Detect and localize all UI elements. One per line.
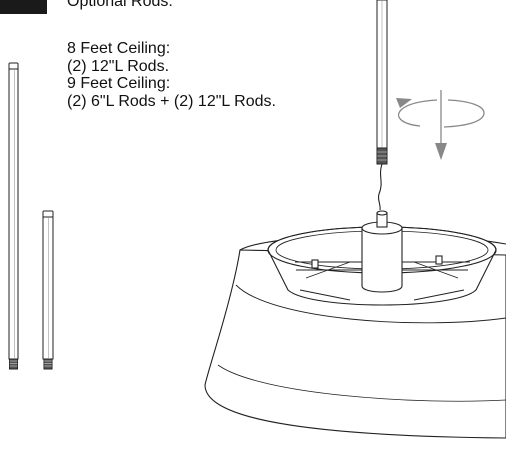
note-line-2: (2) 12"L Rods. <box>67 57 170 75</box>
note-line-4: (2) 6"L Rods + (2) 12"L Rods. <box>67 92 276 110</box>
down-arrow-icon <box>435 90 447 160</box>
rotate-arrow-icon <box>396 98 485 128</box>
short-rod <box>42 210 54 370</box>
rod-notes: 8 Feet Ceiling: (2) 12"L Rods. 9 Feet Ce… <box>67 40 276 110</box>
note-line-3: 9 Feet Ceiling: <box>67 75 171 92</box>
wire <box>377 163 383 211</box>
section-tab-marker <box>0 0 47 14</box>
coupler <box>361 210 403 293</box>
optional-rods-heading: Optional Rods: <box>67 0 173 10</box>
long-rod <box>8 62 19 370</box>
note-line-1: 8 Feet Ceiling: <box>67 40 171 57</box>
downrod <box>376 0 388 165</box>
